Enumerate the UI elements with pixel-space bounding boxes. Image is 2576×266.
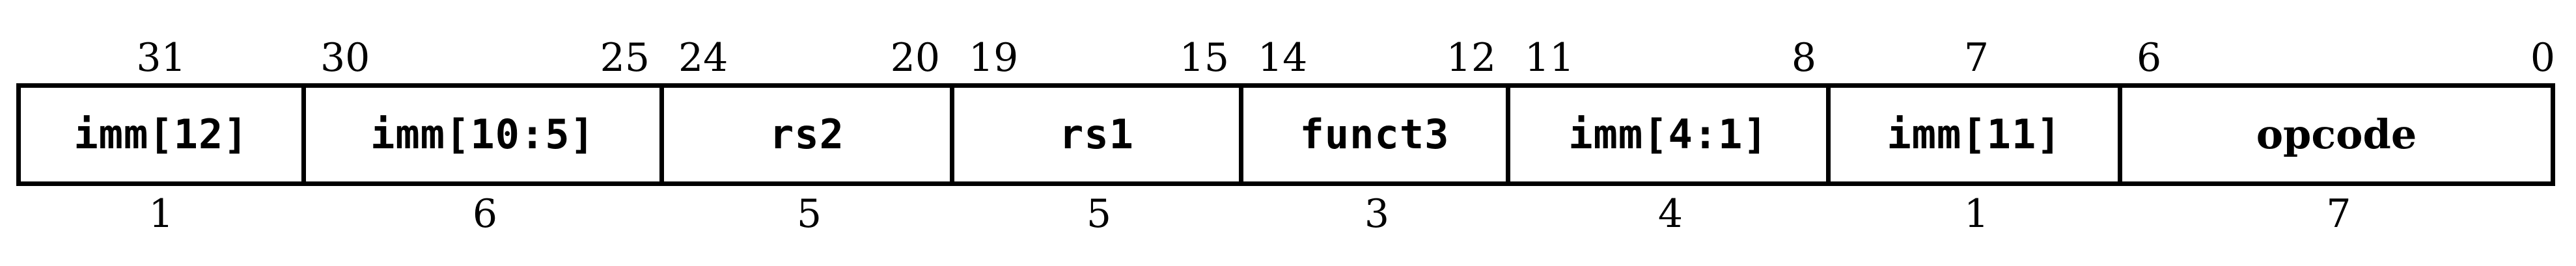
bit-range-imm11: 7 bbox=[1831, 0, 2122, 82]
field-cell-opcode: opcode bbox=[2122, 88, 2551, 181]
bit-range-rs2: 24 20 bbox=[664, 0, 954, 82]
bit-high-label: 19 bbox=[969, 35, 1019, 81]
width-label: 5 bbox=[796, 191, 822, 237]
bit-low-label: 15 bbox=[1179, 35, 1229, 81]
bit-low-label: 8 bbox=[1791, 35, 1816, 81]
field-cell-funct3: funct3 bbox=[1243, 88, 1510, 181]
bit-range-imm10-5: 30 25 bbox=[306, 0, 664, 82]
bit-high-label: 14 bbox=[1258, 35, 1308, 81]
bit-range-imm12: 31 bbox=[16, 0, 306, 82]
bit-range-rs1: 19 15 bbox=[954, 0, 1243, 82]
field-label: imm[10:5] bbox=[370, 111, 595, 158]
instruction-field-box: imm[12] imm[10:5] rs2 rs1 funct3 imm[4:1… bbox=[16, 83, 2555, 186]
field-width-row: 1 6 5 5 3 4 1 7 bbox=[16, 189, 2555, 260]
field-label: imm[11] bbox=[1887, 111, 2062, 158]
width-label: 4 bbox=[1657, 191, 1683, 237]
bit-index-row: 31 30 25 24 20 19 15 14 12 11 8 7 6 0 bbox=[16, 0, 2555, 82]
bit-high-label: 7 bbox=[1963, 35, 1989, 81]
bit-high-label: 24 bbox=[678, 35, 728, 81]
field-label: funct3 bbox=[1299, 111, 1450, 158]
width-label: 1 bbox=[148, 191, 174, 237]
width-cell-imm12: 1 bbox=[16, 189, 306, 260]
field-cell-rs1: rs1 bbox=[954, 88, 1243, 181]
field-cell-imm12: imm[12] bbox=[21, 88, 306, 181]
field-cell-imm10-5: imm[10:5] bbox=[306, 88, 664, 181]
field-label: imm[4:1] bbox=[1568, 111, 1768, 158]
bit-high-label: 6 bbox=[2137, 35, 2162, 81]
bit-low-label: 0 bbox=[2530, 35, 2555, 81]
width-cell-funct3: 3 bbox=[1243, 189, 1510, 260]
field-cell-imm11: imm[11] bbox=[1831, 88, 2122, 181]
width-label: 1 bbox=[1963, 191, 1989, 237]
field-cell-imm4-1: imm[4:1] bbox=[1510, 88, 1831, 181]
bit-low-label: 25 bbox=[600, 35, 650, 81]
bit-low-label: 20 bbox=[890, 35, 940, 81]
width-cell-imm10-5: 6 bbox=[306, 189, 664, 260]
width-label: 3 bbox=[1364, 191, 1390, 237]
width-cell-imm11: 1 bbox=[1831, 189, 2122, 260]
field-label: imm[12] bbox=[74, 111, 249, 158]
bit-range-opcode: 6 0 bbox=[2122, 0, 2555, 82]
bit-high-label: 31 bbox=[136, 35, 186, 81]
field-label: opcode bbox=[2256, 111, 2417, 158]
width-label: 6 bbox=[472, 191, 498, 237]
width-cell-opcode: 7 bbox=[2122, 189, 2555, 260]
bit-range-imm4-1: 11 8 bbox=[1510, 0, 1831, 82]
field-cell-rs2: rs2 bbox=[664, 88, 954, 181]
bit-high-label: 11 bbox=[1525, 35, 1575, 81]
bit-high-label: 30 bbox=[320, 35, 370, 81]
bit-range-funct3: 14 12 bbox=[1243, 0, 1510, 82]
width-label: 7 bbox=[2326, 191, 2351, 237]
width-cell-rs1: 5 bbox=[954, 189, 1243, 260]
width-label: 5 bbox=[1086, 191, 1112, 237]
width-cell-rs2: 5 bbox=[664, 189, 954, 260]
bit-low-label: 12 bbox=[1446, 35, 1496, 81]
field-label: rs1 bbox=[1059, 111, 1134, 158]
width-cell-imm4-1: 4 bbox=[1510, 189, 1831, 260]
field-label: rs2 bbox=[769, 111, 844, 158]
